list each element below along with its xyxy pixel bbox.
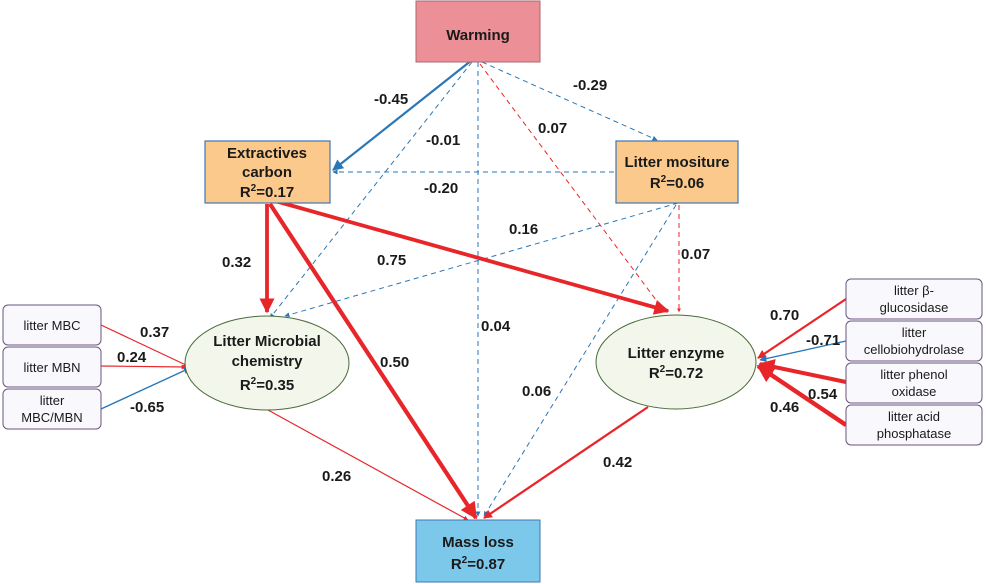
arrow-warm-extr (332, 59, 473, 171)
extractives-label-line2: carbon (242, 164, 292, 181)
coef-moist-mass: 0.06 (522, 383, 551, 400)
node-extractives-carbon[interactable]: Extractives carbon R2=0.17 (204, 140, 331, 204)
coef-warm-enz: 0.07 (538, 120, 567, 137)
arrow-warm-moist (481, 61, 658, 141)
glucosidase-label-line2: glucosidase (880, 300, 949, 315)
side-box-glucosidase[interactable]: litter β- glucosidase (845, 278, 983, 320)
enzyme-label: Litter enzyme (628, 345, 725, 362)
arrow-phenol-enz (758, 359, 847, 384)
arrow-warm-enz (479, 63, 666, 313)
coef-warm-mass: 0.04 (481, 318, 511, 335)
massloss-r2: R2=0.87 (451, 555, 505, 573)
path-arrows (100, 59, 848, 521)
phenol-oxidase-label-line2: oxidase (892, 384, 937, 399)
microbial-label-line1: Litter Microbial (213, 333, 321, 350)
moisture-label: Litter mositure (624, 154, 729, 171)
side-box-phenol-oxidase[interactable]: litter phenol oxidase (845, 362, 983, 404)
coef-warm-micro: -0.01 (426, 132, 460, 149)
coef-moist-micro: 0.16 (509, 221, 538, 238)
enzyme-r2: R2=0.72 (649, 364, 703, 382)
coef-mbc-micro: 0.37 (140, 324, 169, 341)
coef-gluc-enz: 0.70 (770, 307, 799, 324)
arrow-warm-micro (269, 61, 473, 319)
arrow-moist-mass (483, 204, 677, 517)
coef-phenol-enz: 0.54 (808, 386, 838, 403)
node-litter-moisture[interactable]: Litter mositure R2=0.06 (615, 140, 739, 204)
acid-phosphatase-label-line2: phosphatase (877, 426, 951, 441)
moisture-r2: R2=0.06 (650, 174, 704, 192)
extractives-label-line1: Extractives (227, 145, 307, 162)
arrow-mbc-micro (100, 324, 189, 367)
side-box-cellobiohydrolase[interactable]: litter cellobiohydrolase (845, 320, 983, 362)
acid-phosphatase-label-line1: litter acid (888, 409, 940, 424)
arrow-gluc-enz (757, 298, 847, 359)
coef-cello-enz: -0.71 (806, 332, 840, 349)
arrow-extr-enz (267, 197, 670, 315)
microbial-label-line2: chemistry (232, 353, 304, 370)
arrow-enz-mass (483, 406, 649, 519)
extractives-r2: R2=0.17 (240, 183, 294, 201)
litter-mbc-label: litter MBC (23, 318, 80, 333)
side-box-litter-mbn[interactable]: litter MBN (2, 346, 102, 388)
coefficient-labels: -0.45 -0.29 -0.01 0.07 0.04 -0.20 0.16 0… (117, 77, 840, 485)
coef-extr-mass: 0.50 (380, 354, 409, 371)
coef-extr-enz: 0.75 (377, 252, 406, 269)
phenol-oxidase-label-line1: litter phenol (880, 367, 947, 382)
side-box-acid-phosphatase[interactable]: litter acid phosphatase (845, 404, 983, 446)
coef-mbn-micro: 0.24 (117, 349, 147, 366)
side-box-litter-mbc-mbn[interactable]: litter MBC/MBN (2, 388, 102, 430)
coef-ratio-micro: -0.65 (130, 399, 164, 416)
litter-mbn-label: litter MBN (23, 360, 80, 375)
microbial-r2: R2=0.35 (240, 376, 294, 394)
coef-warm-moist: -0.29 (573, 77, 607, 94)
coef-moist-enz: 0.07 (681, 246, 710, 263)
arrow-ratio-micro (100, 367, 191, 410)
coef-micro-mass: 0.26 (322, 468, 351, 485)
coef-extr-micro: 0.32 (222, 254, 251, 271)
cellobiohydrolase-label-line2: cellobiohydrolase (864, 342, 964, 357)
arrow-mbn-micro (100, 364, 187, 370)
side-box-litter-mbc[interactable]: litter MBC (2, 304, 102, 346)
glucosidase-label-line1: litter β- (894, 283, 934, 298)
coef-acid-enz: 0.46 (770, 399, 799, 416)
coef-warm-extr: -0.45 (374, 91, 408, 108)
arrow-micro-mass (267, 409, 469, 521)
arrow-acid-enz (756, 364, 848, 427)
cellobiohydrolase-label-line1: litter (902, 325, 927, 340)
warming-label: Warming (446, 27, 510, 44)
arrow-extr-mass (268, 202, 478, 520)
massloss-label: Mass loss (442, 534, 514, 551)
node-microbial-chemistry[interactable]: Litter Microbial chemistry R2=0.35 (184, 315, 350, 411)
node-warming[interactable]: Warming (415, 0, 541, 63)
coef-enz-mass: 0.42 (603, 454, 632, 471)
litter-ratio-label-line2: MBC/MBN (21, 410, 82, 425)
litter-ratio-label-line1: litter (40, 393, 65, 408)
node-mass-loss[interactable]: Mass loss R2=0.87 (415, 519, 541, 583)
coef-moist-extr: -0.20 (424, 180, 458, 197)
node-litter-enzyme[interactable]: Litter enzyme R2=0.72 (595, 314, 757, 410)
arrow-cello-enz (759, 340, 847, 363)
